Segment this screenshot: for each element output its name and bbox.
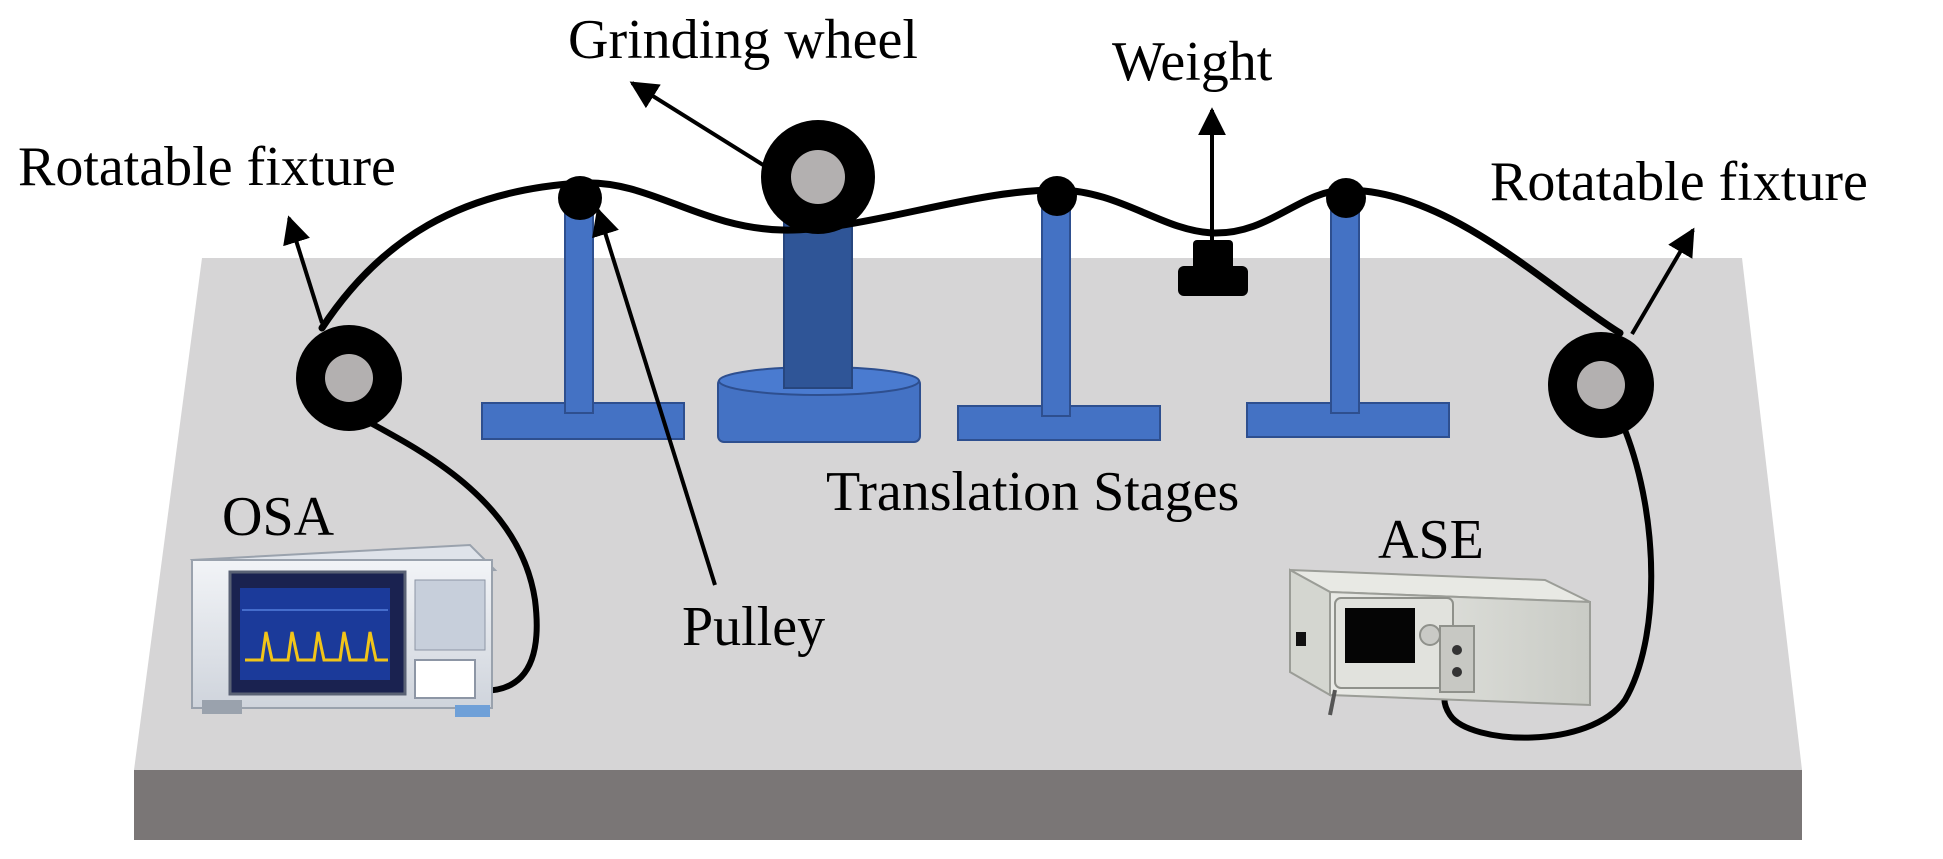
ase-source [1289, 568, 1591, 716]
label-weight: Weight [1112, 31, 1273, 93]
label-osa: OSA [222, 486, 335, 548]
label-pulley: Pulley [682, 596, 825, 658]
arrow-pulley [592, 207, 717, 586]
label-rotatable-fixture-right: Rotatable fixture [1490, 151, 1868, 213]
rotatable-fixture-right [1548, 332, 1654, 438]
translation-stage-1 [481, 197, 685, 440]
arrow-rotatable-fixture-right [1630, 227, 1695, 336]
label-translation-stages: Translation Stages [826, 461, 1239, 523]
rotatable-fixture-left [296, 325, 402, 431]
pulley-4 [1326, 178, 1366, 218]
weight-block [1178, 240, 1248, 296]
table-front-edge [134, 770, 1802, 840]
grinding-wheel-stage [717, 214, 921, 443]
translation-stage-4 [1246, 197, 1450, 438]
translation-stage-3 [957, 197, 1161, 441]
pulley-3 [1037, 176, 1077, 216]
optical-fiber-to-ase [1441, 427, 1655, 741]
osa-instrument [189, 543, 498, 717]
arrow-grinding-wheel [629, 81, 770, 170]
label-grinding-wheel: Grinding wheel [568, 9, 918, 71]
optical-fiber-to-osa [362, 417, 540, 694]
grinding-wheel [761, 120, 875, 234]
pulley-1 [558, 176, 602, 220]
arrow-rotatable-fixture-left [283, 215, 324, 324]
label-rotatable-fixture-left: Rotatable fixture [18, 136, 396, 198]
label-ase: ASE [1378, 509, 1484, 571]
